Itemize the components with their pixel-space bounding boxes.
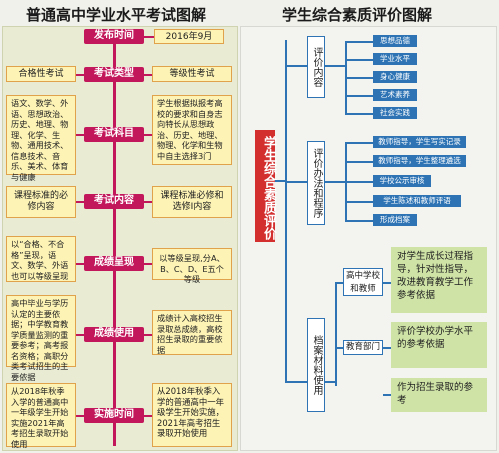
content-item-1: 思想品德 [373, 35, 417, 47]
connector [285, 181, 307, 183]
root-stem [285, 40, 287, 382]
tag-publish-time: 发布时间 [84, 29, 144, 44]
content-qualification-box: 课程标准的必修内容 [6, 186, 76, 218]
connector [345, 142, 373, 144]
content-grade-box: 课程标准必修和选修Ⅰ内容 [152, 186, 232, 218]
display-qualification-box: 以“合格、不合格”呈现，语文、数学、外语也可以等级呈现 [6, 236, 76, 282]
connector [144, 334, 152, 336]
connector [144, 74, 152, 76]
root-connector [275, 180, 285, 182]
archive-use-1: 对学生成长过程指导，针对性指导，改进教育教学工作参考依据 [391, 247, 487, 313]
implement-qualification-extra: 2021年高考招生录取开始使用 [11, 417, 69, 449]
connector [335, 65, 345, 67]
connector [144, 263, 152, 265]
content-item-3: 身心健康 [373, 71, 417, 83]
connector [144, 36, 154, 38]
connector [383, 347, 391, 349]
type-grade-box: 等级性考试 [152, 66, 232, 82]
tag-exam-type: 考试类型 [84, 67, 144, 82]
method-item-1: 教师指导，学生写实记录 [373, 136, 466, 148]
archive-use-3: 作为招生录取的参考 [391, 378, 487, 412]
connector [345, 220, 373, 222]
connector [76, 263, 84, 265]
method-label: 评价办法和程序 [307, 141, 325, 225]
connector [285, 65, 307, 67]
connector [383, 394, 391, 396]
method-item-5: 形成档案 [373, 214, 417, 226]
connector [76, 74, 84, 76]
connector [335, 347, 343, 349]
method-item-4: 学生陈述和教师评语 [373, 195, 461, 207]
root-evaluation-box: 学生综合素质评价 [255, 130, 276, 242]
tag-exam-content: 考试内容 [84, 194, 144, 209]
content-item-5: 社会实践 [373, 107, 417, 119]
connector [345, 181, 373, 183]
connector [345, 161, 373, 163]
left-title: 普通高中学业水平考试图解 [26, 6, 207, 24]
connector [144, 201, 152, 203]
subjects-grade-box: 学生根据拟报考高校的要求和自身志向特长从思想政治、历史、地理、物理、化学和生物中… [152, 95, 232, 165]
tag-result-use: 成绩使用 [84, 327, 144, 342]
connector [345, 95, 373, 97]
type-qualification-box: 合格性考试 [6, 66, 76, 82]
connector [345, 41, 373, 43]
subjects-qualification-box: 语文、数学、外语、思想政治、历史、地理、物理、化学、生物、通用技术、信息技术、音… [6, 95, 76, 182]
connector [76, 334, 84, 336]
implement-grade-box: 从2018年秋季入学的普通高中一年级学生开始实施，2021年高考招生录取开始使用 [152, 383, 232, 447]
connector [325, 181, 345, 183]
connector [345, 201, 373, 203]
use-grade-box: 成绩计入高校招生录取总成绩，高校招生录取的重要依据 [152, 310, 232, 355]
implement-qualification-box: 从2018年秋季入学的普通高中一年级学生开始实施2021年高考招生录取开始使用 [6, 383, 76, 449]
connector [76, 201, 84, 203]
connector [76, 134, 84, 136]
tag-exam-subjects: 考试科目 [84, 127, 144, 142]
method-item-2: 教师指导，学生整理遴选 [373, 155, 466, 167]
connector [335, 282, 343, 284]
tag-implement-time: 实施时间 [84, 408, 144, 423]
archive-label: 档案材料使用 [307, 318, 325, 412]
publish-date-box: 2016年9月 [154, 29, 224, 44]
right-title: 学生综合素质评价图解 [282, 6, 433, 24]
archive-branch-stem [335, 282, 337, 386]
content-item-2: 学业水平 [373, 53, 417, 65]
content-item-4: 艺术素养 [373, 89, 417, 101]
tag-result-display: 成绩呈现 [84, 256, 144, 271]
connector [285, 381, 307, 383]
archive-user-school: 高中学校和教师 [343, 268, 383, 296]
connector [345, 77, 373, 79]
connector [383, 282, 391, 284]
use-qualification-box: 高中毕业与学历认定的主要依据；中学教育教学质量监测的重要参考；高考报名资格；高职… [6, 295, 76, 382]
content-label: 评价内容 [307, 36, 325, 98]
left-stem [113, 36, 116, 446]
connector [325, 65, 335, 67]
connector [144, 134, 152, 136]
connector [325, 381, 335, 383]
connector [76, 415, 84, 417]
display-grade-box: 以等级呈现,分A、B、C、D、E五个等级 [152, 248, 232, 284]
implement-qualification-text: 从2018年秋季入学的普通高中一年级学生开始实施 [11, 386, 69, 428]
connector [345, 113, 373, 115]
connector [345, 59, 373, 61]
connector [144, 415, 152, 417]
archive-use-2: 评价学校办学水平的参考依据 [391, 322, 487, 368]
method-item-3: 学校公示审核 [373, 175, 431, 187]
archive-user-education-dept: 教育部门 [343, 340, 383, 355]
